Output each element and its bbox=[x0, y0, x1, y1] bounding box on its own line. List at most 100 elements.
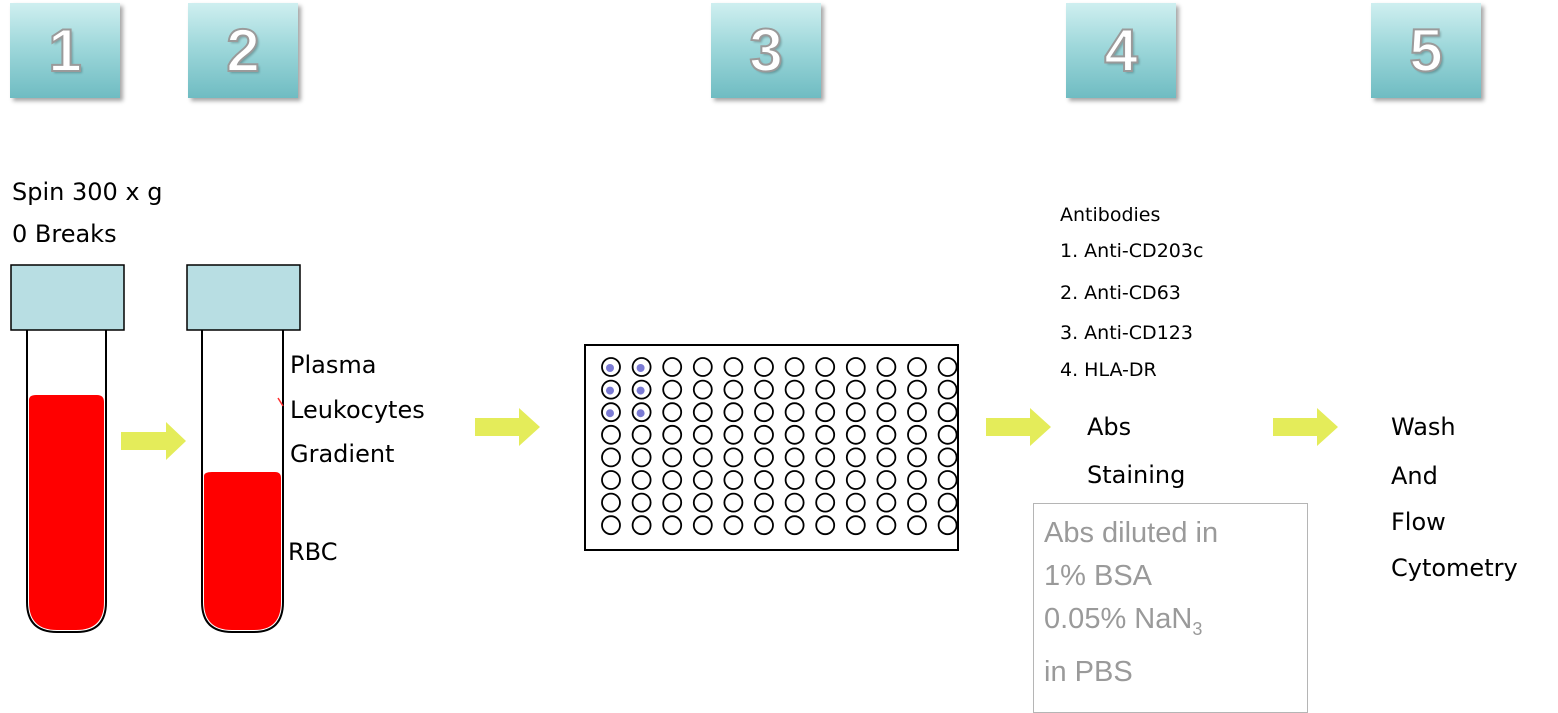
well bbox=[815, 402, 836, 423]
well bbox=[692, 492, 713, 513]
well bbox=[815, 515, 836, 536]
tube-1-body bbox=[26, 330, 107, 633]
well bbox=[815, 470, 836, 490]
well bbox=[845, 357, 866, 377]
note-line-4: in PBS bbox=[1044, 655, 1133, 688]
well bbox=[815, 424, 836, 445]
well bbox=[815, 447, 836, 468]
well-sample-dot bbox=[636, 409, 645, 418]
tube-1-blood bbox=[29, 395, 104, 630]
well bbox=[815, 357, 836, 377]
well bbox=[907, 424, 927, 445]
tube-1-cap bbox=[10, 264, 125, 331]
well bbox=[845, 379, 866, 400]
rbc-label: RBC bbox=[288, 538, 338, 566]
antibody-item: 3. Anti-CD123 bbox=[1060, 322, 1193, 344]
well bbox=[692, 447, 713, 468]
antibodies-title: Antibodies bbox=[1060, 204, 1161, 226]
well-sample-dot bbox=[606, 364, 614, 372]
well bbox=[784, 424, 805, 445]
well bbox=[937, 492, 958, 513]
well bbox=[692, 424, 713, 445]
well bbox=[723, 424, 744, 445]
leukocyte-layer-mark bbox=[277, 397, 284, 407]
step-number: 1 bbox=[47, 16, 82, 85]
well bbox=[876, 515, 897, 536]
wash-line2: And bbox=[1391, 462, 1438, 490]
note-line-3-subscript: 3 bbox=[1192, 618, 1203, 639]
well bbox=[723, 402, 744, 423]
arrow-3 bbox=[986, 408, 1051, 446]
well bbox=[692, 379, 713, 400]
spin-breaks-label: 0 Breaks bbox=[12, 220, 117, 248]
well bbox=[907, 357, 927, 377]
arrow-1 bbox=[121, 422, 186, 460]
well bbox=[601, 515, 621, 536]
well bbox=[876, 357, 897, 377]
well bbox=[845, 470, 866, 490]
well bbox=[937, 357, 958, 377]
well bbox=[601, 470, 621, 490]
well bbox=[662, 470, 683, 490]
leukocytes-label: Leukocytes bbox=[290, 396, 425, 424]
well bbox=[723, 357, 744, 377]
well bbox=[754, 424, 774, 445]
well bbox=[723, 470, 744, 490]
step-box-2: 2 bbox=[188, 3, 298, 98]
step-box-5: 5 bbox=[1371, 3, 1481, 98]
well bbox=[662, 424, 683, 445]
well bbox=[876, 447, 897, 468]
well bbox=[876, 402, 897, 423]
well bbox=[723, 447, 744, 468]
well bbox=[662, 402, 683, 423]
well bbox=[784, 357, 805, 377]
well bbox=[784, 515, 805, 536]
note-line-3-text: 0.05% NaN bbox=[1044, 603, 1193, 635]
wash-line1: Wash bbox=[1391, 413, 1456, 441]
well bbox=[692, 402, 713, 423]
note-line-3: 0.05% NaN3 bbox=[1044, 598, 1297, 651]
well bbox=[937, 447, 958, 468]
well bbox=[907, 402, 927, 423]
step-number: 4 bbox=[1103, 16, 1138, 85]
well bbox=[723, 492, 744, 513]
well bbox=[876, 470, 897, 490]
well bbox=[631, 470, 652, 490]
well bbox=[692, 515, 713, 536]
arrow-4 bbox=[1273, 408, 1338, 446]
well bbox=[784, 447, 805, 468]
well bbox=[907, 447, 927, 468]
well bbox=[937, 379, 958, 400]
wash-line3: Flow bbox=[1391, 508, 1446, 536]
well bbox=[876, 379, 897, 400]
well bbox=[907, 470, 927, 490]
well bbox=[845, 515, 866, 536]
well bbox=[692, 470, 713, 490]
well bbox=[631, 447, 652, 468]
well bbox=[784, 492, 805, 513]
well bbox=[937, 424, 958, 445]
well bbox=[784, 402, 805, 423]
tube-2-rbc bbox=[204, 472, 281, 630]
step-number: 2 bbox=[225, 16, 260, 85]
well bbox=[937, 402, 958, 423]
well bbox=[907, 515, 927, 536]
plasma-label: Plasma bbox=[290, 351, 377, 379]
well-plate bbox=[584, 344, 959, 551]
well bbox=[784, 470, 805, 490]
step-box-4: 4 bbox=[1066, 3, 1176, 98]
well bbox=[662, 379, 683, 400]
dilution-note-box: Abs diluted in 1% BSA 0.05% NaN3 in PBS bbox=[1033, 503, 1308, 713]
well-sample-dot bbox=[636, 386, 645, 395]
well bbox=[754, 402, 774, 423]
well bbox=[876, 492, 897, 513]
plate-outline bbox=[584, 344, 959, 551]
well bbox=[692, 357, 713, 377]
well bbox=[754, 357, 774, 377]
well bbox=[754, 492, 774, 513]
antibody-item: 1. Anti-CD203c bbox=[1060, 240, 1204, 262]
note-line-1: Abs diluted in bbox=[1044, 517, 1219, 549]
gradient-label: Gradient bbox=[290, 440, 395, 468]
well bbox=[723, 379, 744, 400]
